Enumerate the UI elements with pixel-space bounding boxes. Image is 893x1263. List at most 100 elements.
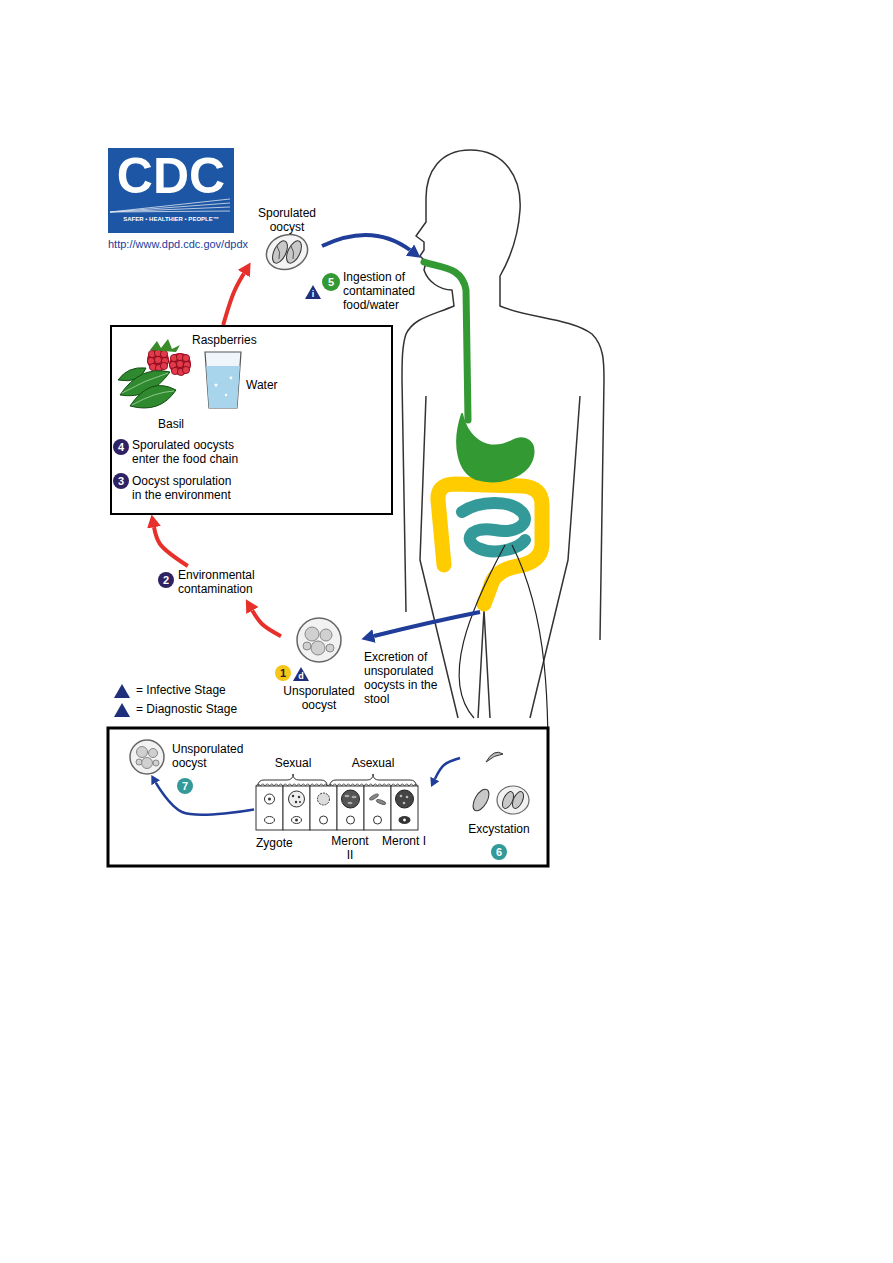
legend-swatch (112, 683, 132, 699)
raspberries (182, 366, 189, 373)
callout-number: 2 (157, 573, 175, 587)
unsporulated-oocyst (142, 758, 153, 769)
legend-swatch (112, 702, 132, 718)
stage-badges (158, 572, 174, 588)
stage-triangle (114, 684, 130, 698)
unsporulated-oocyst (137, 747, 148, 758)
epithelial-cells (295, 819, 298, 822)
epithelial-cells (345, 795, 350, 797)
transmission-arrow (223, 274, 244, 325)
text-slot: 4 (112, 440, 130, 454)
text-slot: Water (246, 378, 278, 392)
raspberries (160, 350, 167, 357)
text-slot: CDC (108, 150, 234, 202)
step-text: Excretion of unsporulated oocysts in the… (364, 650, 448, 706)
epithelial-cells (391, 786, 418, 830)
stage-bracket (258, 774, 416, 786)
text-slot: Zygote (256, 836, 293, 850)
text-slot: Unsporulated oocyst (172, 742, 248, 770)
cdc-logo (108, 148, 234, 233)
text-slot: 2 (157, 573, 175, 587)
epithelial-cells (342, 790, 360, 808)
epithelial-cells (299, 801, 301, 803)
legend-item: = Infective Stage (112, 683, 202, 697)
leader-line (512, 545, 548, 866)
epithelial-cells (406, 796, 409, 799)
water-glass (230, 377, 233, 380)
unsporulated-oocyst (303, 627, 334, 655)
epithelial-cells (265, 794, 275, 804)
callout-number: 3 (112, 474, 130, 488)
human-figure (402, 150, 604, 718)
epithelial-cells (289, 791, 305, 807)
callout-number: 5 (322, 275, 340, 289)
raspberries (154, 356, 161, 363)
epithelial-cells (292, 795, 294, 797)
stage-label: Sexual (258, 756, 328, 770)
excystation-stages (470, 787, 492, 814)
epithelial-cells (347, 816, 355, 824)
callout-number: 6 (490, 845, 508, 859)
raspberries (147, 349, 169, 371)
transmission-arrow (252, 611, 281, 637)
epithelial-cells (295, 801, 297, 803)
basil-leaves (118, 368, 176, 408)
stage-bracket (258, 774, 327, 786)
unsporulated-oocyst (297, 618, 341, 662)
water-glass (205, 352, 241, 408)
stage-badges (322, 273, 340, 291)
epithelial-cells (348, 802, 353, 804)
text-slot: Environmental contamination (178, 568, 264, 596)
raspberries (176, 360, 183, 367)
water-glass (205, 352, 241, 408)
epithelial-cells (310, 786, 337, 830)
cdc-logo (108, 148, 234, 233)
raspberries (182, 354, 189, 361)
text-slot: 3 (112, 474, 130, 488)
text-slot: 6 (490, 845, 508, 859)
human-figure (478, 610, 490, 718)
callout-number: 7 (176, 779, 194, 793)
epithelial-cells (283, 786, 310, 830)
epithelial-cells (396, 790, 414, 808)
callout-number: 4 (112, 440, 130, 454)
stage-label: Excystation (460, 822, 538, 836)
text-slot: 7 (176, 779, 194, 793)
stage-label: Meront I (382, 834, 426, 848)
stage-node: Unsporulated oocyst (126, 738, 251, 776)
digestive-tract (438, 484, 542, 604)
text-slot: 1 (274, 666, 292, 680)
text-slot: Sexual (258, 756, 328, 770)
box-text: Water (246, 378, 278, 392)
cdc-logo (110, 211, 230, 212)
sporulated-oocyst (283, 239, 304, 266)
legend-item: = Diagnostic Stage (112, 702, 213, 716)
text-slot: Excretion of unsporulated oocysts in the… (364, 650, 448, 706)
epithelial-cells (352, 796, 357, 798)
water-glass (215, 384, 218, 387)
epithelial-cells (268, 798, 271, 801)
epithelial-cells (256, 786, 283, 830)
development-arrow (435, 758, 460, 779)
unsporulated-oocyst (130, 740, 164, 774)
excretion-arrow (374, 612, 480, 636)
epithelial-cells (376, 799, 387, 806)
stage-node: Sporulated oocyst (250, 206, 327, 272)
text-slot: http://www.dpd.cdc.gov/dpdx (108, 237, 248, 251)
digestive-tract (424, 262, 542, 604)
epithelial-cells (256, 784, 418, 786)
text-slot: Asexual (330, 756, 416, 770)
url-text: http://www.dpd.cdc.gov/dpdx (108, 237, 248, 251)
stage-label: Sporulated oocyst (250, 206, 324, 234)
stage-label: Asexual (330, 756, 416, 770)
unsporulated-oocyst (311, 641, 325, 655)
text-slot: Unsporulated oocyst (281, 684, 357, 712)
epithelial-cells (337, 786, 364, 830)
epithelial-cells (403, 819, 406, 822)
unsporulated-oocyst (303, 642, 311, 650)
sporulated-oocyst (277, 246, 294, 259)
stage-badges (275, 665, 291, 681)
excystation-stages (510, 790, 526, 810)
digestive-tract (462, 503, 525, 551)
text-slot: Ingestion of contaminated food/water (343, 270, 423, 312)
